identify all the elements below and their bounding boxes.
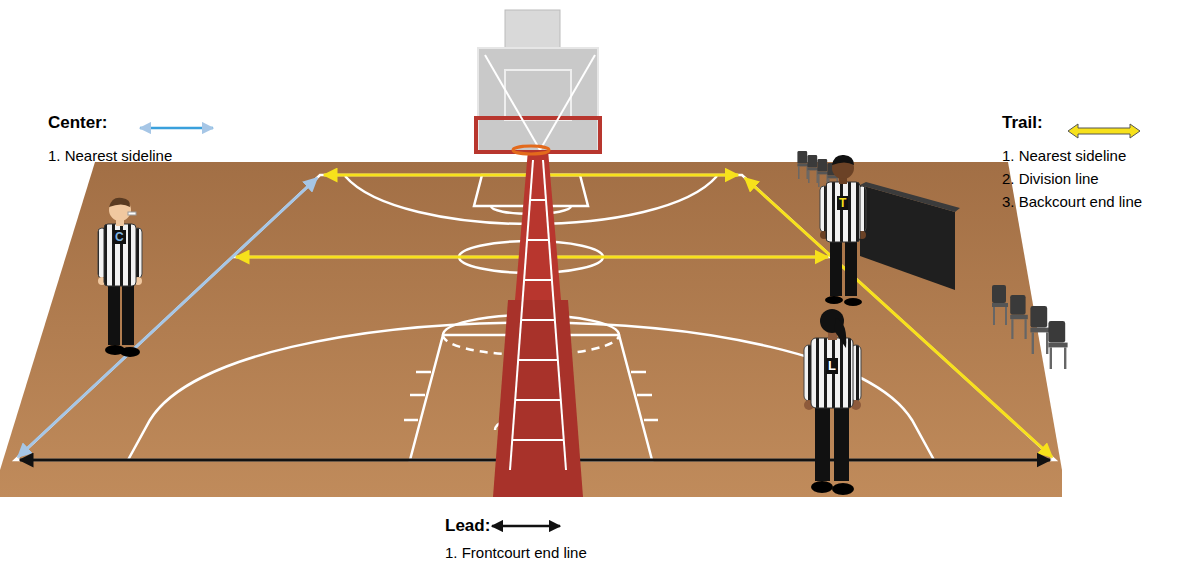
- chair: [1010, 295, 1028, 339]
- scorers-table: [860, 185, 955, 290]
- truss-rung: [530, 199, 546, 201]
- chair: [1048, 321, 1067, 369]
- referee-shoe: [844, 298, 862, 306]
- referee-shoe: [825, 296, 843, 304]
- center-key-arrow: [140, 127, 213, 130]
- chair: [1030, 306, 1049, 354]
- referee-shoe: [811, 481, 833, 493]
- trail-key-arrow: [1068, 124, 1140, 138]
- referee-shirt: [826, 182, 860, 242]
- center-sideline-arrow: [18, 178, 317, 457]
- referee-leg: [834, 403, 849, 481]
- backboard-top: [505, 10, 560, 50]
- referee-ponytail: [834, 318, 846, 348]
- role-heading: Center:: [48, 113, 108, 133]
- support-strut: [540, 55, 595, 150]
- rim: [513, 146, 549, 154]
- stanchion-truss: [510, 160, 566, 470]
- role-heading: Trail:: [1002, 113, 1043, 133]
- referee-hair: [832, 155, 854, 165]
- truss-rung: [524, 279, 552, 281]
- chair: [992, 285, 1008, 325]
- shirt-letter: T: [837, 196, 848, 210]
- referee-leg: [108, 283, 120, 345]
- lane-hash: [637, 394, 652, 397]
- backboard: [478, 48, 598, 153]
- scorers-table-top: [860, 182, 960, 212]
- coverage-item: 3. Backcourt end line: [1002, 193, 1142, 211]
- shirt-letter: L: [826, 358, 838, 374]
- role-heading: Lead:: [445, 516, 490, 536]
- whistle: [128, 212, 136, 215]
- lane-hash: [631, 371, 646, 374]
- referee-hair: [109, 198, 130, 207]
- center-referee: [98, 198, 142, 357]
- stanchion-base: [493, 300, 583, 497]
- referee-shirt: [104, 224, 136, 286]
- coverage-item: 2. Division line: [1002, 170, 1099, 188]
- referee-shoe: [832, 483, 854, 495]
- truss-rung: [527, 239, 549, 241]
- lead-referee: [804, 309, 861, 495]
- referee-shirt: [811, 338, 853, 408]
- lead-key-arrow: [492, 525, 560, 528]
- referee-leg: [815, 403, 830, 481]
- truss-line: [543, 160, 566, 470]
- referee-leg: [830, 240, 842, 296]
- trail-referee: [820, 155, 866, 306]
- truss-rung: [518, 359, 558, 361]
- referee-leg: [845, 240, 857, 296]
- stanchion-arm: [515, 150, 561, 300]
- coverage-item: 1. Frontcourt end line: [445, 544, 587, 562]
- support-strut: [485, 55, 540, 150]
- trail-sideline-arrow: [745, 178, 1052, 457]
- truss-line: [510, 160, 533, 470]
- referee-leg: [122, 283, 134, 345]
- lane-hash: [410, 394, 425, 397]
- lane-hash: [416, 371, 431, 374]
- coverage-item: 1. Nearest sideline: [48, 147, 172, 165]
- referee-shoe: [120, 347, 140, 357]
- truss-rung: [515, 399, 561, 401]
- chair: [807, 155, 818, 183]
- lane-hash: [404, 419, 418, 422]
- basket-stanchion: [476, 10, 600, 497]
- truss-rung: [521, 319, 555, 321]
- truss-rung: [512, 439, 564, 441]
- shirt-letter: C: [113, 230, 126, 244]
- coverage-item: 1. Nearest sideline: [1002, 147, 1126, 165]
- chair: [797, 151, 808, 179]
- lane-hash: [644, 419, 658, 422]
